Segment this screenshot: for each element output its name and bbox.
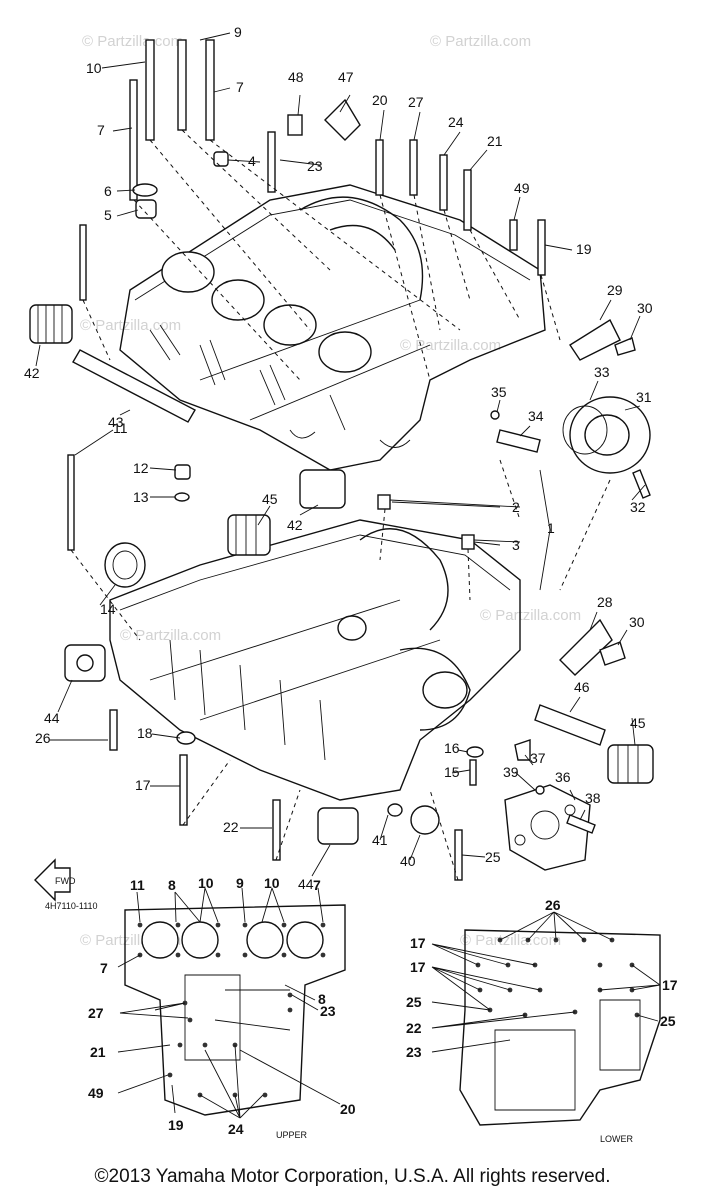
callout-label: 26 xyxy=(35,730,51,746)
upper-callout: 7 xyxy=(100,960,108,976)
lower-callout: 17 xyxy=(410,935,426,951)
lower-crankcase xyxy=(109,519,521,801)
upper-callout: 19 xyxy=(168,1117,184,1133)
callout-label: 46 xyxy=(574,679,590,695)
watermark: © Partzilla.com xyxy=(400,337,501,354)
lower-callout: 25 xyxy=(406,994,422,1010)
upper-crankcase xyxy=(119,184,546,471)
copyright-notice: ©2013 Yamaha Motor Corporation, U.S.A. A… xyxy=(94,1166,611,1187)
callout-label: 37 xyxy=(530,750,546,766)
watermark: © Partzilla.com xyxy=(80,317,181,334)
upper-callout: 8 xyxy=(168,877,176,893)
upper-callout: 20 xyxy=(340,1101,356,1117)
callout-label: 16 xyxy=(444,740,460,756)
upper-callout: 10 xyxy=(198,875,214,891)
studs-and-bolts xyxy=(67,39,546,881)
callout-label: 23 xyxy=(307,158,323,174)
callout-label: 14 xyxy=(100,601,116,617)
callout-label: 15 xyxy=(444,764,460,780)
watermark: © Partzilla.com xyxy=(120,627,221,644)
callout-label: 12 xyxy=(133,460,149,476)
watermark: © Partzilla.com xyxy=(480,607,581,624)
upper-label: UPPER xyxy=(276,1130,308,1140)
callout-labels: 10 9 7 7 48 47 20 27 24 21 4 23 6 5 49 1… xyxy=(24,24,653,892)
callout-label: 42 xyxy=(24,365,40,381)
callout-label: 34 xyxy=(528,408,544,424)
callout-label: 44 xyxy=(298,876,314,892)
callout-label: 28 xyxy=(597,594,613,610)
callout-label: 10 xyxy=(86,60,102,76)
callout-label: 44 xyxy=(44,710,60,726)
small-parts xyxy=(29,98,654,902)
lower-label: LOWER xyxy=(600,1134,634,1144)
callout-label: 41 xyxy=(372,832,388,848)
upper-callout: 10 xyxy=(264,875,280,891)
callout-label: 29 xyxy=(607,282,623,298)
callout-label: 6 xyxy=(104,183,112,199)
callout-label: 40 xyxy=(400,853,416,869)
callout-label: 3 xyxy=(512,537,520,553)
callout-label: 2 xyxy=(512,499,520,515)
callout-label: 19 xyxy=(576,241,592,257)
upper-callout: 27 xyxy=(88,1005,104,1021)
callout-label: 1 xyxy=(547,520,555,536)
callout-label: 39 xyxy=(503,764,519,780)
front-direction-label: FWD xyxy=(55,876,76,886)
callout-label: 5 xyxy=(104,207,112,223)
upper-callout: 49 xyxy=(88,1085,104,1101)
crankcase-exploded-view: © Partzilla.com © Partzilla.com © Partzi… xyxy=(24,24,678,1144)
lower-callout: 26 xyxy=(545,897,561,913)
upper-callout: 24 xyxy=(228,1121,244,1137)
callout-label: 36 xyxy=(555,769,571,785)
callout-label: 22 xyxy=(223,819,239,835)
upper-callout: 8 xyxy=(318,991,326,1007)
callout-label: 30 xyxy=(629,614,645,630)
callout-label: 43 xyxy=(108,414,124,430)
lower-callout: 22 xyxy=(406,1020,422,1036)
callout-label: 27 xyxy=(408,94,424,110)
lower-callout: 17 xyxy=(410,959,426,975)
callout-label: 11 xyxy=(113,420,128,436)
upper-callout: 21 xyxy=(90,1044,106,1060)
callout-label: 49 xyxy=(514,180,530,196)
callout-label: 32 xyxy=(630,499,646,515)
callout-label: 47 xyxy=(338,69,354,85)
watermark: © Partzilla.com xyxy=(460,932,561,949)
watermark: © Partzilla.com xyxy=(82,33,183,50)
callout-label: 17 xyxy=(135,777,151,793)
upper-callout: 23 xyxy=(320,1003,336,1019)
callout-label: 30 xyxy=(637,300,653,316)
lower-callout: 17 xyxy=(662,977,678,993)
leader-lines xyxy=(70,129,611,881)
watermark: © Partzilla.com xyxy=(430,33,531,50)
callout-label: 31 xyxy=(636,389,652,405)
callout-label: 18 xyxy=(137,725,153,741)
callout-label: 7 xyxy=(97,122,105,138)
upper-callout: 11 xyxy=(130,877,145,893)
upper-callout: 7 xyxy=(313,877,321,893)
callout-label: 9 xyxy=(234,24,242,40)
callout-label: 24 xyxy=(448,114,464,130)
upper-callout: 9 xyxy=(236,875,244,891)
callout-label: 4 xyxy=(248,153,256,169)
callout-label: 7 xyxy=(236,79,244,95)
upper-bolt-pattern-inset: 11 8 10 9 10 7 7 27 8 23 21 49 19 24 20 … xyxy=(88,875,356,1140)
callout-label: 25 xyxy=(485,849,501,865)
callout-label: 48 xyxy=(288,69,304,85)
lower-callout: 25 xyxy=(660,1013,676,1029)
diagram-code: 4H7110-1110 xyxy=(45,901,98,911)
callout-label: 45 xyxy=(262,491,278,507)
callout-label: 33 xyxy=(594,364,610,380)
callout-label: 13 xyxy=(133,489,149,505)
callout-label: 21 xyxy=(487,133,503,149)
callout-label: 42 xyxy=(287,517,303,533)
callout-leaders xyxy=(35,32,646,877)
callout-label: 45 xyxy=(630,715,646,731)
lower-callout: 23 xyxy=(406,1044,422,1060)
callout-label: 20 xyxy=(372,92,388,108)
lower-bolt-pattern-inset: 26 17 17 17 25 22 23 25 LOWER xyxy=(406,897,678,1144)
callout-label: 38 xyxy=(585,790,601,806)
callout-label: 35 xyxy=(491,384,507,400)
